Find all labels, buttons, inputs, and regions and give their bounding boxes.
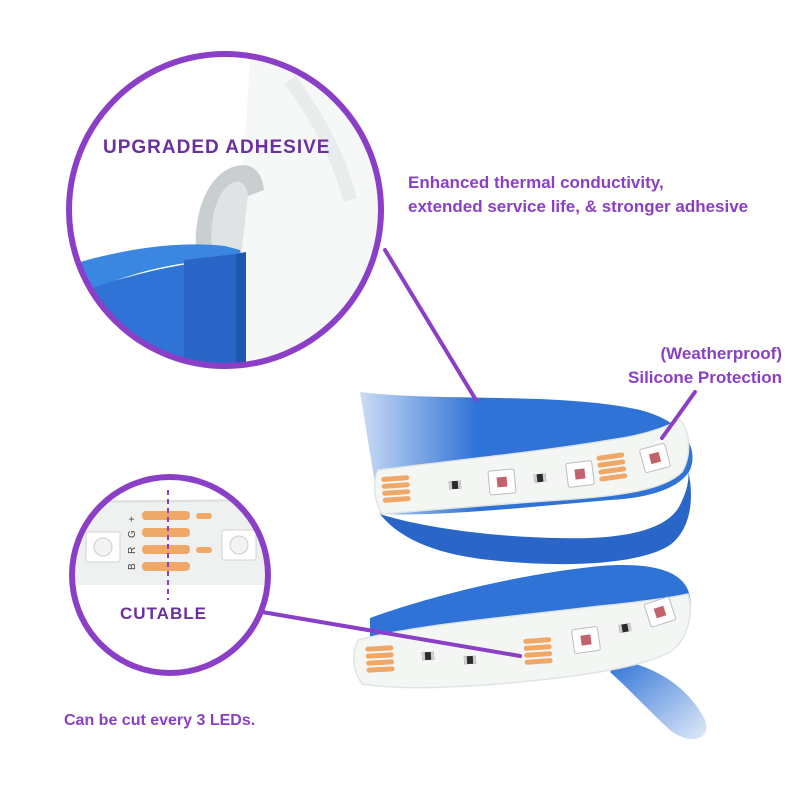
weatherproof-connector-line: [660, 390, 697, 440]
lower-strip-segment: [463, 655, 477, 665]
lower-strip-segment: [643, 596, 677, 628]
lower-strip-segment: [618, 623, 632, 633]
upper-strip-segment: [487, 468, 517, 496]
pin-label-plus: +: [127, 516, 138, 522]
upper-strip-segment: [381, 475, 411, 503]
lower-strip-segment: [571, 626, 601, 654]
lower-strip-segment: [365, 645, 395, 673]
pin-label-g: G: [127, 530, 138, 538]
upper-strip-segment: [639, 442, 671, 474]
pin-label-r: R: [127, 547, 138, 554]
adhesive-title: UPGRADED ADHESIVE: [103, 137, 331, 158]
callout-lines: [260, 248, 697, 658]
cut-note: Can be cut every 3 LEDs.: [64, 712, 256, 729]
upper-strip-segment: [533, 473, 547, 483]
weatherproof-callout-line1: (Weatherproof): [660, 344, 782, 363]
adhesive-callout-line2: extended service life, & stronger adhesi…: [408, 197, 749, 216]
cut-connector-line: [260, 610, 522, 658]
led-strip-lower: [353, 565, 707, 740]
lower-strip-segment: [523, 637, 553, 665]
adhesive-callout-line1: Enhanced thermal conductivity,: [408, 173, 664, 192]
cut-pads: [142, 511, 212, 571]
adhesive-callout: Enhanced thermal conductivity, extended …: [408, 171, 748, 219]
adhesive-magnifier: [66, 51, 384, 369]
upper-strip-segment: [565, 460, 595, 488]
upper-strip-segment: [448, 480, 462, 490]
upper-strip-segment: [596, 452, 628, 482]
weatherproof-callout-line2: Silicone Protection: [628, 368, 782, 387]
adhesive-connector-line: [383, 248, 478, 402]
led-strip-upper: [360, 392, 693, 565]
cut-magnifier: + G R B: [69, 474, 271, 676]
cut-title: CUTABLE: [120, 604, 207, 623]
weatherproof-callout: (Weatherproof) Silicone Protection: [590, 342, 782, 390]
lower-strip-segment: [421, 651, 435, 661]
pin-label-b: B: [127, 563, 138, 570]
